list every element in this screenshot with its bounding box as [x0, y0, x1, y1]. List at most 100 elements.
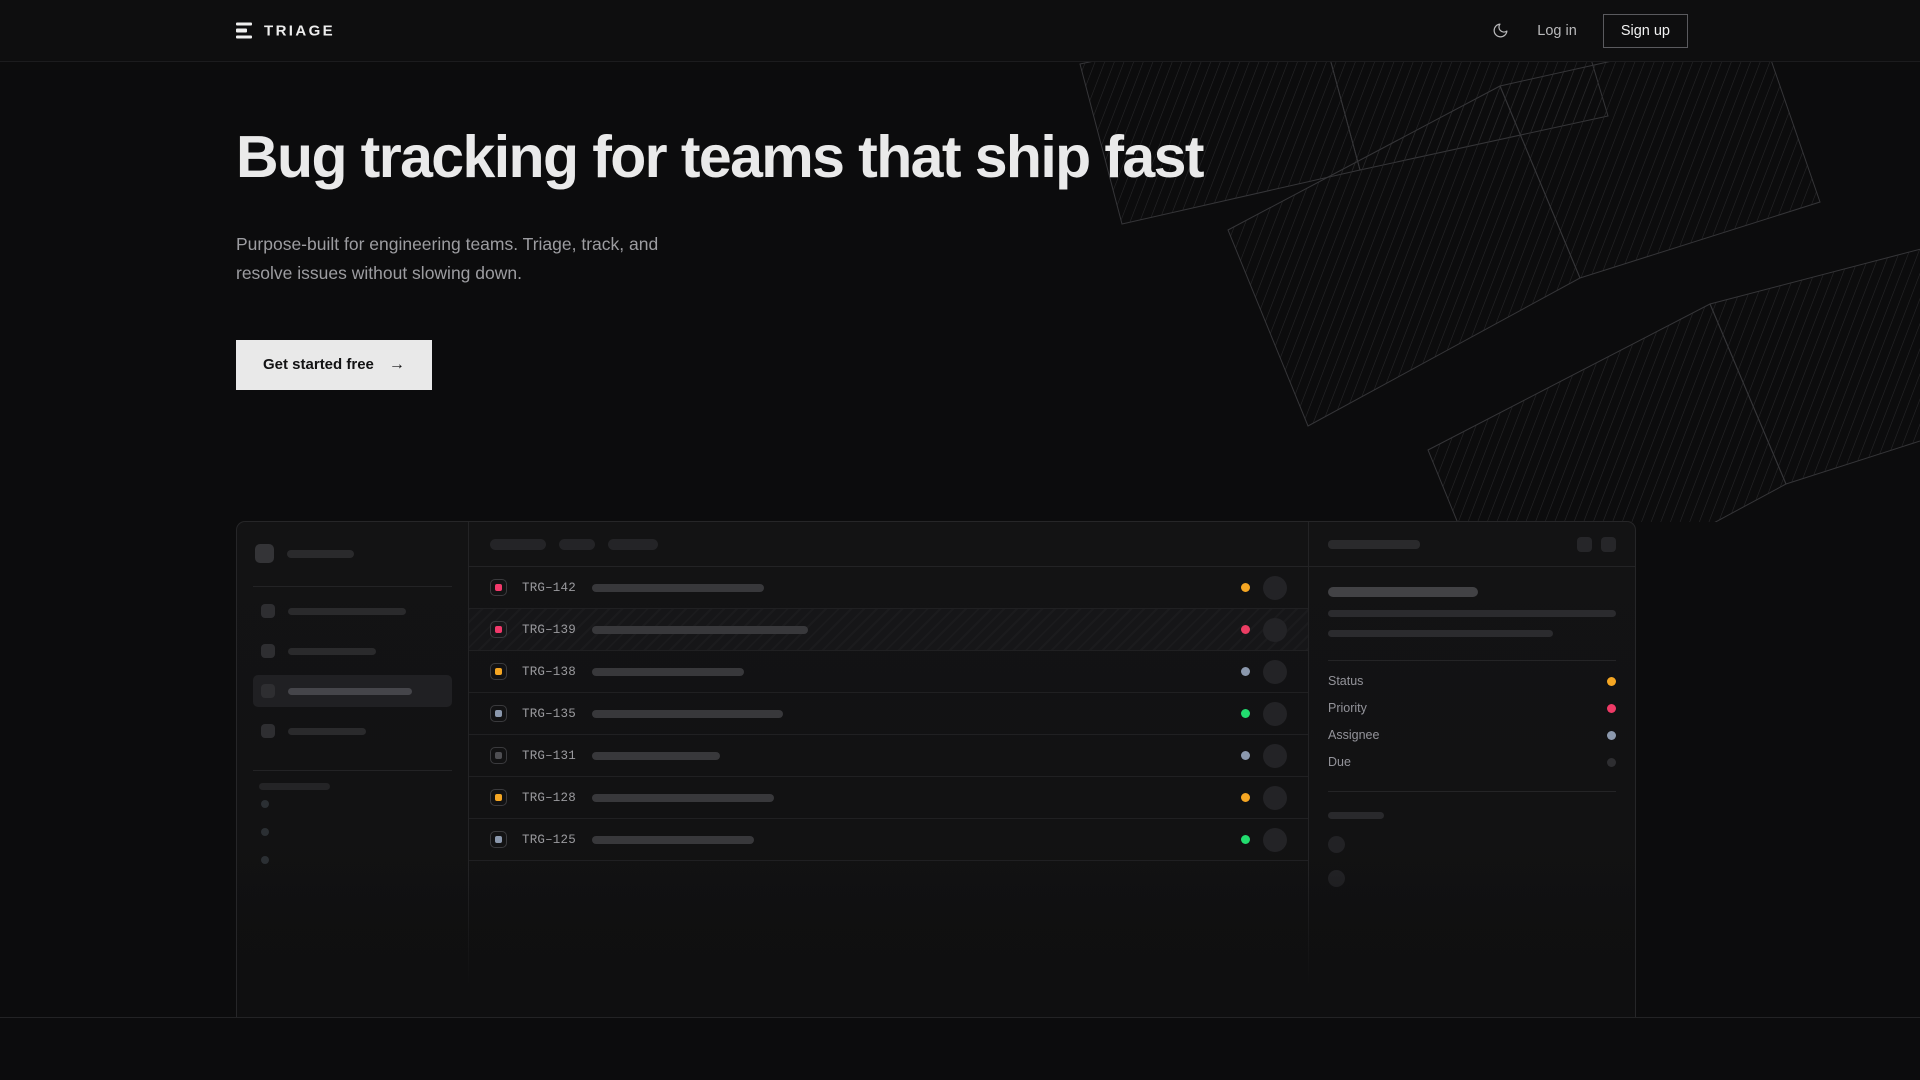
mockup-sidebar — [237, 522, 469, 1018]
issue-title-placeholder — [592, 835, 754, 844]
activity-avatar-1 — [1328, 836, 1345, 853]
detail-meta-row[interactable]: Due — [1328, 742, 1616, 769]
detail-meta-label: Priority — [1328, 701, 1367, 715]
issue-row[interactable]: TRG–131 — [469, 735, 1308, 777]
issue-row[interactable]: TRG–128 — [469, 777, 1308, 819]
assignee-avatar — [1263, 701, 1287, 726]
filter-chip[interactable] — [608, 538, 658, 550]
priority-indicator-icon — [490, 663, 507, 680]
arrow-right-icon: → — [388, 355, 405, 373]
sidebar-section-label-placeholder — [259, 783, 330, 790]
sidebar-sub-item[interactable] — [253, 790, 452, 818]
assignee-avatar — [1263, 785, 1287, 810]
signup-button[interactable]: Sign up — [1602, 13, 1688, 48]
issue-title-placeholder — [592, 583, 764, 592]
issue-row[interactable]: TRG–125 — [469, 819, 1308, 861]
get-started-button[interactable]: Get started free → — [236, 339, 432, 390]
hero-subheading: Purpose-built for engineering teams. Tri… — [236, 234, 659, 283]
detail-action-button-1[interactable] — [1577, 536, 1592, 552]
assignee-avatar — [1263, 659, 1287, 684]
status-dot-icon — [1241, 667, 1250, 676]
sidebar-item[interactable] — [253, 675, 452, 707]
page-title: Bug tracking for teams that ship fast — [236, 124, 1205, 190]
assignee-avatar — [1263, 827, 1287, 852]
issue-title-placeholder — [592, 751, 720, 760]
detail-meta-row[interactable]: Status — [1328, 661, 1616, 688]
filter-chip[interactable] — [490, 538, 546, 550]
sidebar-sub-item-dot-icon — [261, 856, 269, 864]
sidebar-sub-item-dot-icon — [261, 800, 269, 808]
nav-actions: Log in Sign up — [1489, 13, 1688, 48]
detail-title-placeholder — [1328, 587, 1478, 597]
login-link[interactable]: Log in — [1537, 22, 1577, 39]
priority-indicator-icon — [490, 831, 507, 848]
priority-indicator-icon — [490, 621, 507, 638]
brand-logo[interactable]: TRIAGE — [236, 22, 335, 39]
assignee-avatar — [1263, 743, 1287, 768]
detail-divider-2 — [1328, 791, 1616, 792]
priority-indicator-icon — [490, 705, 507, 722]
detail-meta-row[interactable]: Assignee — [1328, 715, 1616, 742]
filter-chip[interactable] — [559, 538, 595, 550]
issue-id: TRG–125 — [522, 832, 576, 847]
sidebar-workspace-header[interactable] — [253, 540, 452, 563]
issue-row[interactable]: TRG–142 — [469, 567, 1308, 609]
detail-header — [1309, 522, 1635, 567]
moon-icon[interactable] — [1489, 20, 1511, 42]
sidebar-item[interactable] — [253, 595, 452, 627]
detail-meta-value-dot-icon — [1607, 676, 1616, 686]
issue-title-placeholder — [592, 793, 774, 802]
workspace-avatar-placeholder — [255, 544, 274, 563]
issue-title-placeholder — [592, 667, 744, 676]
sidebar-divider-top — [253, 586, 452, 587]
detail-activity-label-placeholder — [1328, 812, 1384, 819]
sidebar-sub-item-dot-icon — [261, 828, 269, 836]
assignee-avatar — [1263, 575, 1287, 600]
assignee-avatar — [1263, 617, 1287, 642]
sidebar-item[interactable] — [253, 635, 452, 667]
detail-header-actions — [1577, 536, 1616, 552]
get-started-label: Get started free — [263, 356, 374, 374]
detail-divider-1 — [1328, 660, 1616, 661]
issue-row[interactable]: TRG–135 — [469, 693, 1308, 735]
issue-row[interactable]: TRG–138 — [469, 651, 1308, 693]
issue-id: TRG–135 — [522, 706, 576, 721]
sidebar-item-label-placeholder — [288, 727, 366, 735]
sidebar-sub-item[interactable] — [253, 846, 452, 874]
detail-action-button-2[interactable] — [1601, 536, 1616, 552]
hero-section: Bug tracking for teams that ship fast Pu… — [0, 52, 1920, 522]
sidebar-item-label-placeholder — [288, 647, 376, 655]
issue-row[interactable]: TRG–139 — [469, 609, 1308, 651]
status-dot-icon — [1241, 583, 1250, 592]
status-dot-icon — [1241, 793, 1250, 802]
sidebar-sub-item[interactable] — [253, 818, 452, 846]
detail-meta-value-dot-icon — [1607, 757, 1616, 767]
status-dot-icon — [1241, 709, 1250, 718]
sidebar-item-icon — [261, 644, 275, 658]
sidebar-item-icon — [261, 604, 275, 618]
issue-id: TRG–142 — [522, 580, 576, 595]
status-dot-icon — [1241, 751, 1250, 760]
sidebar-item-icon — [261, 724, 275, 738]
issue-id: TRG–131 — [522, 748, 576, 763]
detail-meta-label: Assignee — [1328, 728, 1380, 742]
top-navigation-bar: TRIAGE Log in Sign up — [0, 0, 1920, 62]
hero-copy: Bug tracking for teams that ship fast Pu… — [236, 124, 1205, 390]
page-bottom-divider — [0, 1017, 1920, 1018]
detail-meta-value-dot-icon — [1607, 703, 1616, 713]
priority-indicator-icon — [490, 579, 507, 596]
detail-meta-label: Status — [1328, 674, 1364, 688]
issue-list-toolbar — [469, 522, 1308, 567]
detail-meta-row[interactable]: Priority — [1328, 688, 1616, 715]
priority-indicator-icon — [490, 747, 507, 764]
detail-meta-label: Due — [1328, 755, 1351, 769]
detail-desc-line-1 — [1328, 610, 1616, 617]
issue-id: TRG–139 — [522, 622, 576, 637]
workspace-name-placeholder — [287, 549, 354, 558]
sidebar-item[interactable] — [253, 715, 452, 747]
